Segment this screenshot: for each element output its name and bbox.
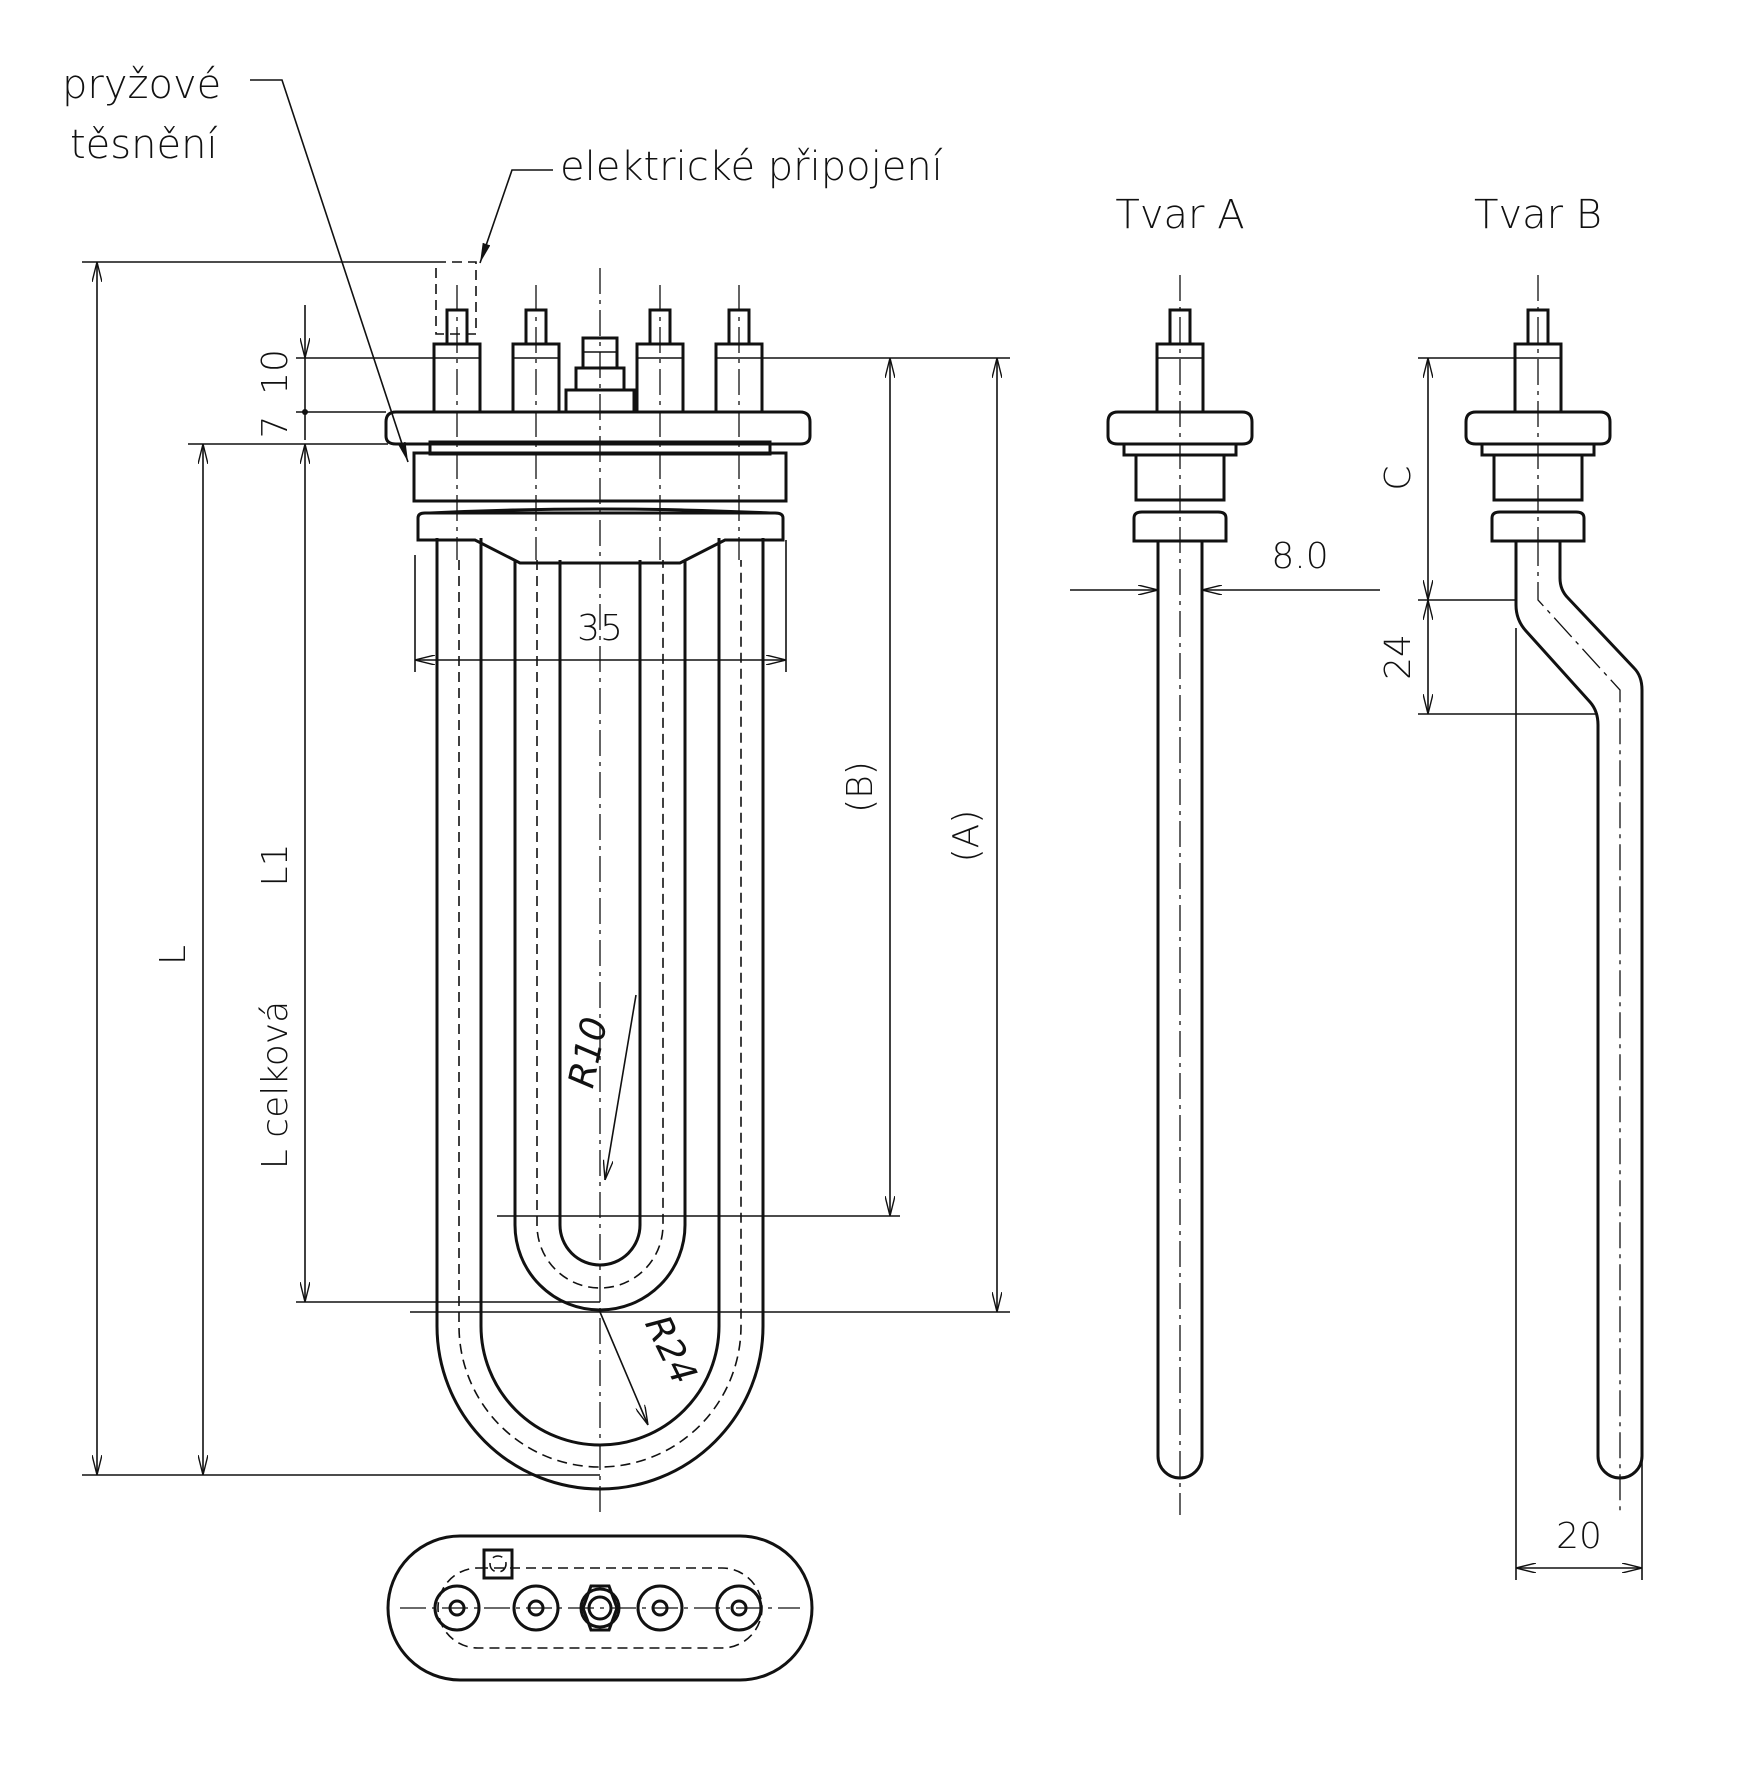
dim-b: (B) <box>840 761 881 813</box>
outer-loop-inner <box>479 538 721 1447</box>
inner-loop-inner <box>558 560 642 1267</box>
spacer-bracket-top <box>429 507 771 515</box>
dim-24: 24 <box>1378 634 1419 680</box>
top-view-inner <box>437 1567 763 1649</box>
dim-l1: L1 <box>255 844 296 887</box>
seal-label-line1: pryžové <box>62 62 221 108</box>
connector-outline <box>435 261 477 335</box>
outer-loop-outer <box>435 538 765 1491</box>
r10-leader <box>605 994 637 1180</box>
dim-c: C <box>1378 465 1419 490</box>
dim-l-celkova: L celková <box>255 1001 296 1169</box>
inner-loop-axis <box>536 560 664 1289</box>
flange-step <box>428 440 772 456</box>
dim-r24: R24 <box>636 1309 704 1391</box>
spacer-bracket <box>416 511 785 565</box>
main-view <box>384 261 812 1515</box>
dimension-lines <box>82 261 1010 1476</box>
dim-l: L <box>153 945 194 965</box>
seal-leader <box>250 79 409 463</box>
dim-7: 7 <box>255 416 296 439</box>
top-view <box>386 1534 814 1682</box>
dim-a: (A) <box>946 810 987 863</box>
top-view-outline <box>386 1534 814 1682</box>
terminal-posts <box>432 308 764 414</box>
dim-10: 10 <box>255 349 296 395</box>
dim-r10: R10 <box>561 1014 616 1092</box>
inner-loop-outer <box>513 560 687 1312</box>
shape-a-view <box>1070 275 1380 1515</box>
leaders <box>250 79 553 463</box>
seal-label-line2: těsnění <box>70 122 218 168</box>
shape-b-title: Tvar B <box>1474 192 1602 238</box>
dim-8-0: 8.0 <box>1271 536 1328 577</box>
connection-leader <box>479 169 553 264</box>
connection-label: elektrické připojení <box>560 144 943 190</box>
shape-b-view <box>1418 275 1644 1580</box>
shape-a-title: Tvar A <box>1115 192 1244 238</box>
dim-20: 20 <box>1556 1516 1602 1557</box>
dim-35: 35 <box>577 608 623 649</box>
r24-leader <box>599 1311 649 1425</box>
flange <box>384 410 812 446</box>
